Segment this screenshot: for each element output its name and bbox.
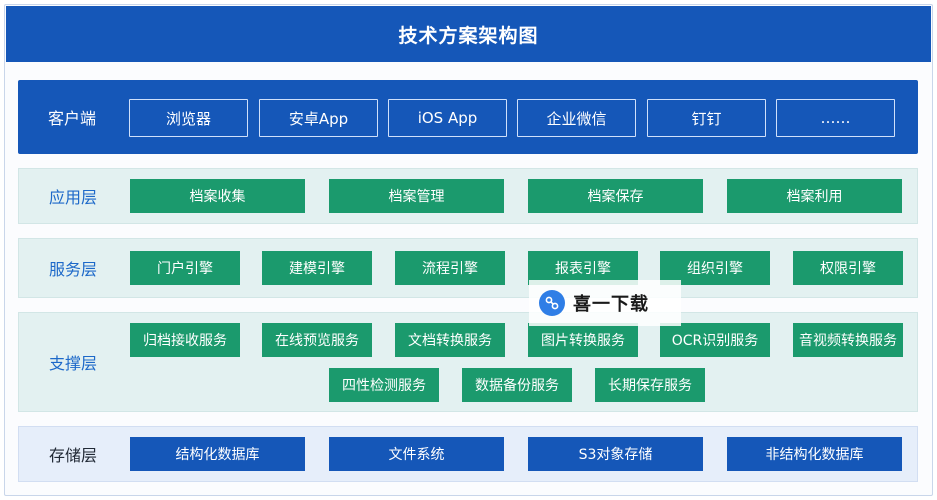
storage-cells: 结构化数据库 文件系统 S3对象存储 非结构化数据库 [19, 427, 917, 481]
service-item: 报表引擎 [528, 251, 638, 285]
diagram-title: 技术方案架构图 [6, 6, 931, 62]
layer-service-label: 服务层 [48, 260, 97, 279]
support-item: 图片转换服务 [528, 323, 638, 357]
link-icon [539, 290, 565, 316]
support-item: 长期保存服务 [595, 368, 705, 402]
client-item: 钉钉 [647, 99, 766, 137]
storage-item: 非结构化数据库 [727, 437, 902, 471]
application-item: 档案保存 [528, 179, 703, 213]
support-cells: 归档接收服务 在线预览服务 文档转换服务 图片转换服务 OCR识别服务 音视频转… [19, 313, 917, 411]
service-item: 权限引擎 [793, 251, 903, 285]
layer-service: 服务层 门户引擎 建模引擎 流程引擎 报表引擎 组织引擎 权限引擎 [18, 238, 918, 298]
storage-item: S3对象存储 [528, 437, 703, 471]
client-item: 浏览器 [129, 99, 248, 137]
support-item: 文档转换服务 [395, 323, 505, 357]
client-item: 企业微信 [517, 99, 636, 137]
service-item: 流程引擎 [395, 251, 505, 285]
watermark-text: 喜一下载 [573, 294, 649, 315]
application-item: 档案收集 [130, 179, 305, 213]
support-item: 数据备份服务 [462, 368, 572, 402]
layer-application: 应用层 档案收集 档案管理 档案保存 档案利用 [18, 168, 918, 224]
layer-client-label: 客户端 [47, 109, 96, 128]
client-item: iOS App [388, 99, 507, 137]
support-item: 音视频转换服务 [793, 323, 903, 357]
layer-storage: 存储层 结构化数据库 文件系统 S3对象存储 非结构化数据库 [18, 426, 918, 482]
layer-support: 支撑层 归档接收服务 在线预览服务 文档转换服务 图片转换服务 OCR识别服务 … [18, 312, 918, 412]
layer-storage-label: 存储层 [48, 446, 97, 465]
layer-application-label: 应用层 [48, 188, 97, 207]
storage-item: 结构化数据库 [130, 437, 305, 471]
service-item: 组织引擎 [660, 251, 770, 285]
service-item: 建模引擎 [262, 251, 372, 285]
layer-support-label: 支撑层 [48, 354, 97, 373]
client-item: …… [776, 99, 895, 137]
service-cells: 门户引擎 建模引擎 流程引擎 报表引擎 组织引擎 权限引擎 [19, 239, 917, 297]
application-item: 档案利用 [727, 179, 902, 213]
client-item: 安卓App [259, 99, 378, 137]
layer-client: 客户端 浏览器 安卓App iOS App 企业微信 钉钉 …… [18, 80, 918, 154]
support-item: 归档接收服务 [130, 323, 240, 357]
support-item: 四性检测服务 [329, 368, 439, 402]
storage-item: 文件系统 [329, 437, 504, 471]
support-item: OCR识别服务 [660, 323, 770, 357]
application-cells: 档案收集 档案管理 档案保存 档案利用 [19, 169, 917, 223]
support-item: 在线预览服务 [262, 323, 372, 357]
service-item: 门户引擎 [130, 251, 240, 285]
client-cells: 浏览器 安卓App iOS App 企业微信 钉钉 …… [18, 80, 918, 154]
application-item: 档案管理 [329, 179, 504, 213]
watermark: 喜一下载 [529, 280, 681, 326]
